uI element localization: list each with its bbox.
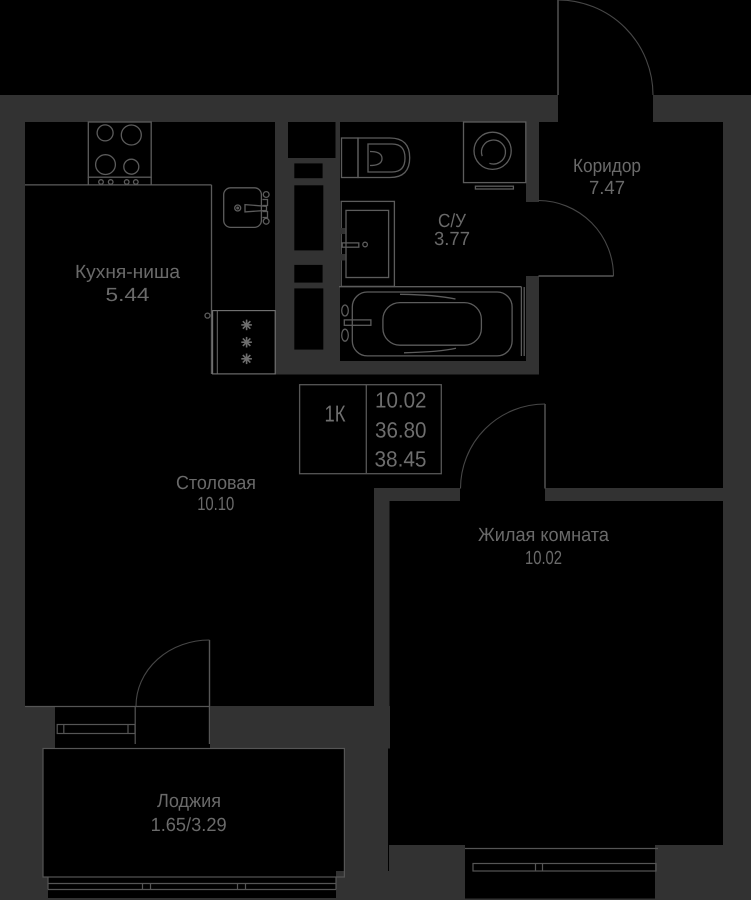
svg-text:10.10: 10.10	[197, 494, 234, 515]
svg-text:Лоджия: Лоджия	[157, 791, 221, 812]
svg-text:38.45: 38.45	[375, 446, 427, 471]
svg-text:36.80: 36.80	[375, 418, 427, 443]
svg-text:10.02: 10.02	[525, 548, 562, 569]
svg-text:Коридор: Коридор	[573, 156, 641, 177]
svg-text:7.47: 7.47	[589, 178, 625, 199]
svg-text:3.77: 3.77	[434, 229, 470, 250]
svg-text:10.02: 10.02	[375, 388, 427, 413]
svg-text:Столовая: Столовая	[176, 473, 256, 494]
svg-text:5.44: 5.44	[106, 285, 151, 306]
svg-text:Кухня-ниша: Кухня-ниша	[75, 262, 180, 283]
svg-text:С/У: С/У	[438, 211, 467, 232]
svg-text:Жилая комната: Жилая комната	[478, 525, 609, 546]
svg-text:1.65/3.29: 1.65/3.29	[151, 815, 227, 836]
svg-text:1К: 1К	[325, 401, 346, 427]
